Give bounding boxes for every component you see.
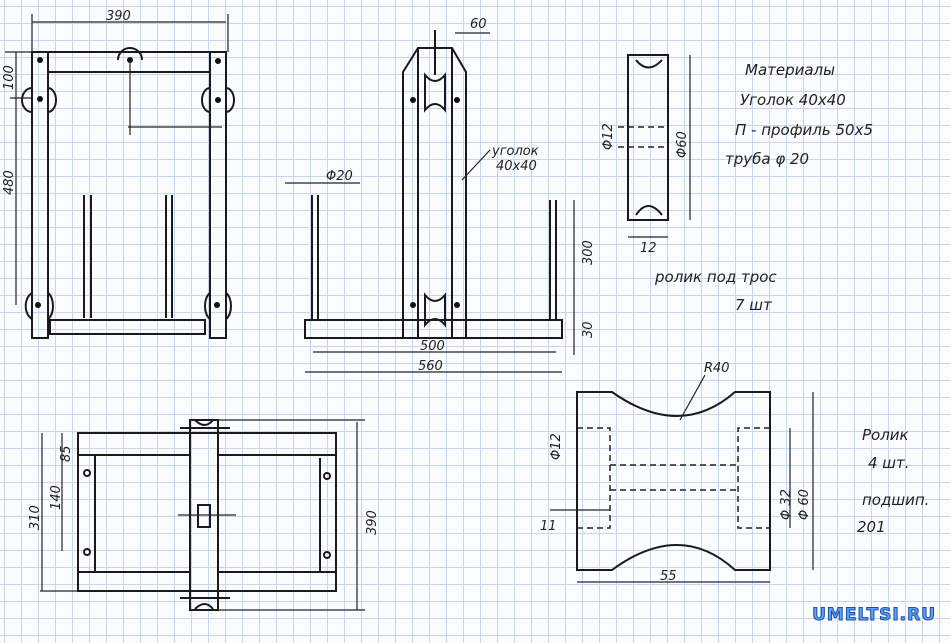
- roller-detail: R40 Φ12 Φ 32 Φ 60 11 55: [540, 361, 814, 584]
- top-hole-offset-dim: 85: [59, 445, 74, 462]
- top-height-dim: 310: [28, 505, 43, 530]
- materials-title: Материалы: [745, 61, 835, 79]
- profile-hole-dim: Φ12: [601, 123, 616, 150]
- top-hole-spacing-dim: 140: [49, 485, 64, 510]
- profile-width-dim: 12: [640, 241, 657, 256]
- materials-item-angle: Уголок 40x40: [740, 91, 846, 109]
- materials-note: Материалы Уголок 40x40 П - профиль 50x5 …: [654, 61, 873, 314]
- top-overall-dim: 390: [365, 510, 380, 535]
- front-width-dim: 390: [106, 9, 131, 24]
- roller-note-bearing-number: 201: [857, 518, 886, 536]
- roller-note-label: Ролик: [862, 426, 909, 444]
- roller-outer-dim: Φ 60: [797, 489, 812, 520]
- roller-note-bearing: подшип.: [862, 491, 929, 509]
- cable-roller-count: 7 шт: [735, 296, 773, 314]
- side-view: 60 Φ20 уголок 40x40 300 30 500 560: [285, 17, 596, 374]
- tube-diameter-dim: Φ20: [326, 169, 353, 184]
- roller-bore-dim: Φ 32: [779, 489, 794, 520]
- roller-radius-dim: R40: [704, 361, 730, 376]
- angle-size-label: 40x40: [496, 159, 537, 174]
- watermark-logo: UMELTSI.RU: [812, 605, 936, 626]
- roller-note: Ролик 4 шт. подшип. 201: [857, 426, 929, 536]
- side-top-dim: 60: [470, 17, 487, 32]
- roller-note-count: 4 шт.: [868, 454, 910, 472]
- materials-item-tube: труба φ 20: [725, 150, 809, 168]
- roller-hole-dim: Φ12: [549, 433, 564, 460]
- roller-length-dim: 55: [660, 569, 677, 584]
- materials-item-profile: П - профиль 50x5: [735, 121, 873, 139]
- cable-roller-label: ролик под трос: [654, 268, 777, 286]
- inner-length-dim: 500: [420, 339, 445, 354]
- outer-length-dim: 560: [418, 359, 443, 374]
- profile-detail: Φ12 Φ60 12: [601, 54, 691, 256]
- front-top-dim: 100: [2, 65, 17, 90]
- roller-offset-dim: 11: [540, 519, 557, 534]
- angle-label: уголок: [491, 144, 539, 159]
- profile-height-dim: Φ60: [675, 131, 690, 158]
- post-height-dim: 300: [581, 240, 596, 265]
- front-view: 390 100 480: [2, 9, 235, 339]
- front-height-dim: 480: [2, 170, 17, 195]
- base-height-dim: 30: [581, 321, 596, 338]
- top-view: 310 140 85 390: [28, 419, 380, 611]
